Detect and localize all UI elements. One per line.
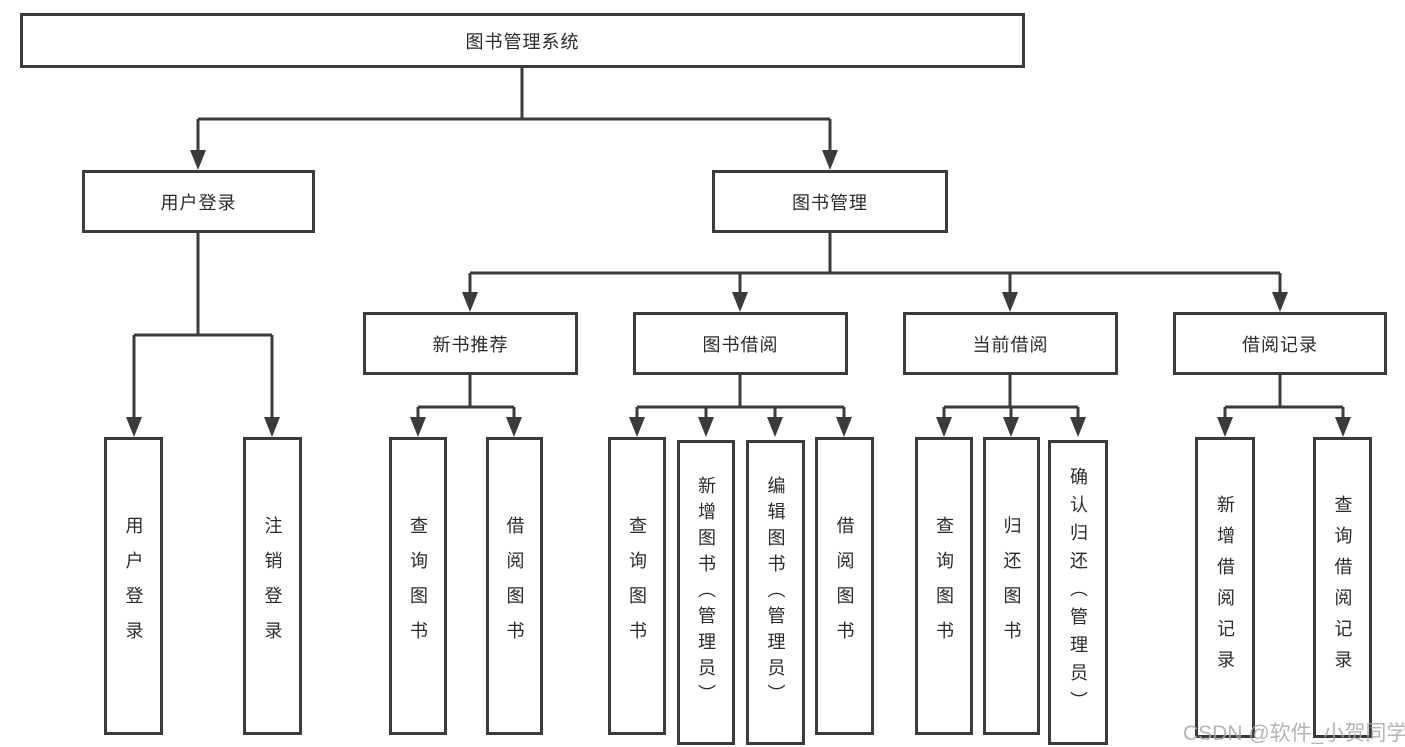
leaf-edit-book-admin: 编辑图书（管理员） (746, 440, 805, 745)
node-root-label: 图书管理系统 (465, 31, 580, 52)
connector-book-mgmt (468, 233, 1282, 294)
leaf-logout-label: 注销登录 (262, 516, 283, 656)
connector-current-borrow (942, 375, 1080, 419)
node-book-mgmt-label: 图书管理 (792, 192, 868, 213)
connector-new-book (416, 375, 516, 419)
leaf-user-login: 用户登录 (104, 437, 163, 735)
leaf-query-book-rec: 查询图书 (389, 437, 447, 735)
leaf-query-borrow-record-label: 查询借阅记录 (1332, 494, 1353, 681)
leaf-query-book-rec-label: 查询图书 (408, 516, 428, 656)
node-book-mgmt: 图书管理 (712, 170, 948, 233)
leaf-query-book-borrow-label: 查询图书 (627, 516, 647, 656)
node-current-borrow-label: 当前借阅 (972, 334, 1049, 355)
csdn-watermark: CSDN @软件_小贺同学 (1183, 722, 1405, 745)
node-user-login-label: 用户登录 (160, 192, 237, 213)
leaf-query-book-borrow: 查询图书 (608, 437, 666, 735)
leaf-add-book-admin-label: 新增图书（管理员） (696, 475, 716, 710)
leaf-borrow-book-rec: 借阅图书 (486, 437, 543, 735)
leaf-query-book-current-label: 查询图书 (934, 516, 954, 656)
node-new-book-rec-label: 新书推荐 (432, 334, 509, 355)
connector-borrow-record (1223, 375, 1345, 419)
node-root: 图书管理系统 (20, 13, 1025, 68)
connector-root (196, 65, 832, 152)
node-book-borrow: 图书借阅 (633, 312, 848, 375)
leaf-confirm-return-admin-label: 确认归还（管理员） (1068, 466, 1088, 719)
node-book-borrow-label: 图书借阅 (702, 334, 779, 355)
node-borrow-record-label: 借阅记录 (1242, 334, 1318, 355)
node-new-book-rec: 新书推荐 (363, 312, 578, 375)
leaf-borrow-book-rec-label: 借阅图书 (504, 516, 525, 656)
arrowheads (126, 150, 1351, 437)
leaf-confirm-return-admin: 确认归还（管理员） (1048, 440, 1108, 745)
leaf-edit-book-admin-label: 编辑图书（管理员） (765, 475, 786, 710)
connector-book-borrow (635, 375, 846, 419)
node-borrow-record: 借阅记录 (1173, 312, 1387, 375)
leaf-logout: 注销登录 (243, 437, 302, 735)
leaf-add-book-admin: 新增图书（管理员） (677, 440, 735, 745)
leaf-add-borrow-record: 新增借阅记录 (1195, 437, 1255, 738)
leaf-query-book-current: 查询图书 (915, 437, 973, 735)
leaf-query-borrow-record: 查询借阅记录 (1313, 437, 1372, 738)
node-user-login: 用户登录 (82, 170, 315, 233)
node-current-borrow: 当前借阅 (903, 312, 1118, 375)
connector-user-login (132, 233, 274, 419)
leaf-return-book: 归还图书 (983, 437, 1040, 735)
leaf-borrow-book-borrow: 借阅图书 (815, 437, 874, 735)
leaf-borrow-book-borrow-label: 借阅图书 (834, 516, 855, 656)
leaf-return-book-label: 归还图书 (1001, 516, 1022, 656)
leaf-add-borrow-record-label: 新增借阅记录 (1215, 494, 1235, 681)
leaf-user-login-label: 用户登录 (123, 516, 144, 656)
